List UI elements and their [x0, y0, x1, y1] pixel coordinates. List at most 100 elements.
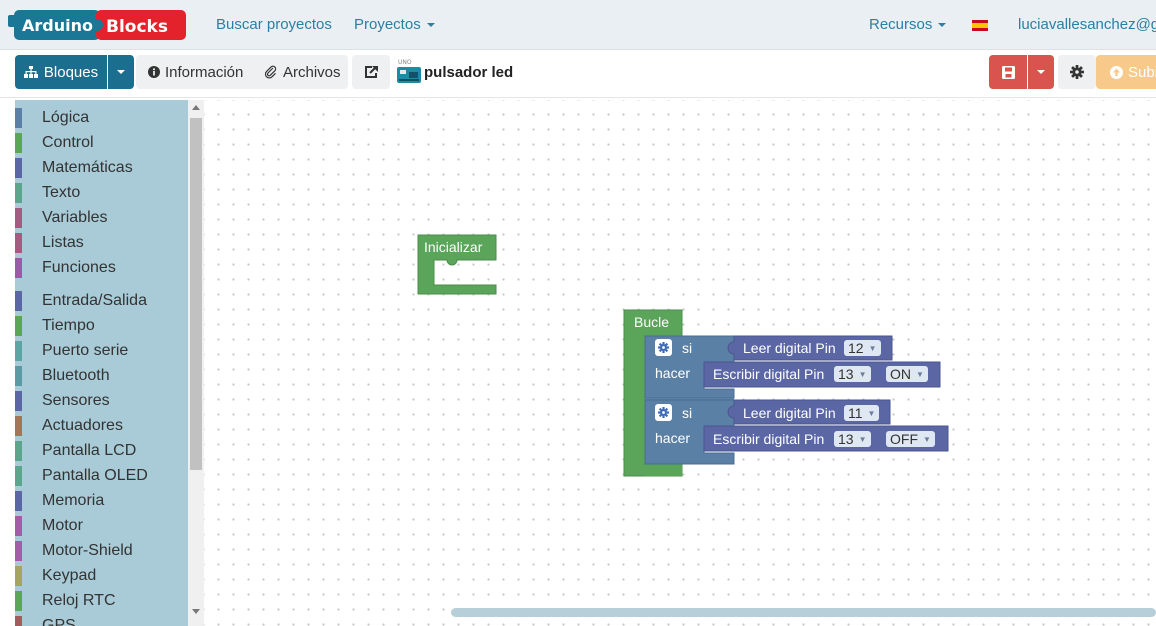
arduinoblocks-logo[interactable]: Arduino Blocks: [8, 8, 188, 42]
workspace-horizontal-scrollbar[interactable]: [451, 608, 1156, 617]
sidebar-category-label: Listas: [42, 234, 84, 251]
write-pin-dropdown-2[interactable]: 13▼: [834, 431, 871, 447]
sidebar-scrollbar[interactable]: [188, 100, 204, 626]
upload-button[interactable]: Subir: [1096, 55, 1156, 89]
arduino-uno-board-icon: UNO: [397, 59, 421, 83]
sidebar-category-label: Funciones: [42, 259, 116, 276]
save-dropdown-toggle[interactable]: [1028, 55, 1054, 89]
sidebar-category-listas[interactable]: Listas: [15, 231, 188, 253]
write-pin-value-2: 13: [838, 431, 854, 447]
write-state-dropdown-1[interactable]: ON ▼: [886, 366, 928, 382]
write-pin-dropdown-1[interactable]: 13▼: [834, 366, 871, 382]
sidebar-category-label: Actuadores: [42, 417, 123, 434]
if-label-2: si: [682, 405, 693, 421]
sidebar-category-label: Tiempo: [42, 317, 95, 334]
top-navbar: Arduino Blocks Buscar proyectos Proyecto…: [0, 0, 1156, 50]
sidebar-scrollbar-thumb[interactable]: [190, 118, 202, 470]
files-button[interactable]: Archivos: [264, 55, 341, 89]
blocks-button[interactable]: Bloques: [15, 55, 107, 89]
sidebar-category-funciones[interactable]: Funciones: [15, 256, 188, 278]
sidebar-category-label: GPS: [42, 617, 76, 626]
sidebar-category-bluetooth[interactable]: Bluetooth: [15, 364, 188, 386]
nav-resources-label: Recursos: [869, 16, 933, 33]
category-color-swatch: [15, 366, 22, 386]
sidebar-category-puerto-serie[interactable]: Puerto serie: [15, 339, 188, 361]
blocks-workspace[interactable]: Inicializar Bucle si hacer Leer digital …: [204, 100, 1156, 626]
share-button[interactable]: [352, 55, 390, 89]
then-label-1: hacer: [655, 365, 691, 381]
sidebar-category-sensores[interactable]: Sensores: [15, 389, 188, 411]
sidebar-category-actuadores[interactable]: Actuadores: [15, 414, 188, 436]
category-color-swatch: [15, 316, 22, 336]
category-color-swatch: [15, 208, 22, 228]
read-pin-dropdown-2[interactable]: 11▼: [844, 405, 880, 421]
sidebar-category-label: Bluetooth: [42, 367, 110, 384]
sidebar-category-keypad[interactable]: Keypad: [15, 564, 188, 586]
blocks-button-label: Bloques: [43, 63, 99, 81]
sitemap-icon: [23, 66, 38, 78]
write-state-value-1: ON: [890, 366, 911, 382]
dropdown-arrow-icon: ▼: [916, 370, 924, 380]
sidebar-category-label: Sensores: [42, 392, 110, 409]
write-label-1: Escribir digital Pin: [713, 366, 825, 382]
mutator-gear-icon[interactable]: [655, 339, 672, 356]
spain-flag-icon[interactable]: [972, 20, 988, 31]
nav-search-projects[interactable]: Buscar proyectos: [216, 16, 332, 33]
sidebar-category-texto[interactable]: Texto: [15, 181, 188, 203]
sidebar-category-label: Pantalla OLED: [42, 467, 148, 484]
information-label: Información: [165, 63, 244, 81]
sidebar-category-tiempo[interactable]: Tiempo: [15, 314, 188, 336]
share-icon: [364, 66, 378, 78]
sidebar-category-memoria[interactable]: Memoria: [15, 489, 188, 511]
sidebar-category-motor-shield[interactable]: Motor-Shield: [15, 539, 188, 561]
write-state-dropdown-2[interactable]: OFF▼: [886, 431, 935, 447]
if-label-1: si: [682, 340, 693, 356]
mutator-gear-icon[interactable]: [655, 404, 672, 421]
user-menu[interactable]: luciavallesanchez@gm: [1018, 16, 1156, 33]
scroll-down-arrow-icon[interactable]: [192, 609, 200, 614]
category-color-swatch: [15, 391, 22, 411]
sidebar-category-reloj-rtc[interactable]: Reloj RTC: [15, 589, 188, 611]
category-color-swatch: [15, 341, 22, 361]
sidebar-category-variables[interactable]: Variables: [15, 206, 188, 228]
category-color-swatch: [15, 441, 22, 461]
sidebar-category-pantalla-oled[interactable]: Pantalla OLED: [15, 464, 188, 486]
workspace-blocks-canvas: [417, 234, 949, 477]
category-color-swatch: [15, 566, 22, 586]
dropdown-arrow-icon: ▼: [923, 435, 931, 445]
sidebar-category-lógica[interactable]: Lógica: [15, 106, 188, 128]
dropdown-arrow-icon: ▼: [867, 409, 876, 419]
sidebar-category-motor[interactable]: Motor: [15, 514, 188, 536]
sidebar-category-label: Control: [42, 134, 94, 151]
category-color-swatch: [15, 233, 22, 253]
sidebar-category-label: Pantalla LCD: [42, 442, 137, 459]
blocks-dropdown-toggle[interactable]: [108, 55, 134, 89]
sidebar-category-control[interactable]: Control: [15, 131, 188, 153]
dropdown-arrow-icon: ▼: [858, 370, 867, 380]
read-pin-dropdown-1[interactable]: 12▼: [844, 340, 881, 356]
sidebar-category-label: Texto: [42, 184, 81, 201]
chevron-down-icon: [426, 23, 435, 28]
then-label-2: hacer: [655, 430, 691, 446]
category-color-swatch: [15, 616, 22, 626]
sidebar-category-matemáticas[interactable]: Matemáticas: [15, 156, 188, 178]
upload-arrow-icon: [1110, 65, 1123, 79]
sidebar-category-gps[interactable]: GPS: [15, 614, 188, 626]
sidebar-category-entrada-salida[interactable]: Entrada/Salida: [15, 289, 188, 311]
chevron-down-icon: [1037, 70, 1045, 74]
nav-projects-dropdown[interactable]: Proyectos: [354, 16, 435, 33]
information-button[interactable]: Información: [148, 55, 243, 89]
sidebar-category-pantalla-lcd[interactable]: Pantalla LCD: [15, 439, 188, 461]
setup-block[interactable]: [417, 234, 497, 295]
scroll-up-arrow-icon[interactable]: [192, 105, 200, 110]
digital-write-block-1[interactable]: [703, 361, 941, 388]
board-label: UNO: [398, 59, 412, 66]
settings-button[interactable]: [1058, 55, 1096, 89]
chevron-down-icon: [938, 23, 947, 28]
category-color-swatch: [15, 291, 22, 311]
save-button[interactable]: [989, 55, 1027, 89]
read-pin-value-1: 12: [848, 340, 864, 356]
nav-resources-dropdown[interactable]: Recursos: [869, 16, 947, 33]
sidebar-category-label: Motor: [42, 517, 83, 534]
